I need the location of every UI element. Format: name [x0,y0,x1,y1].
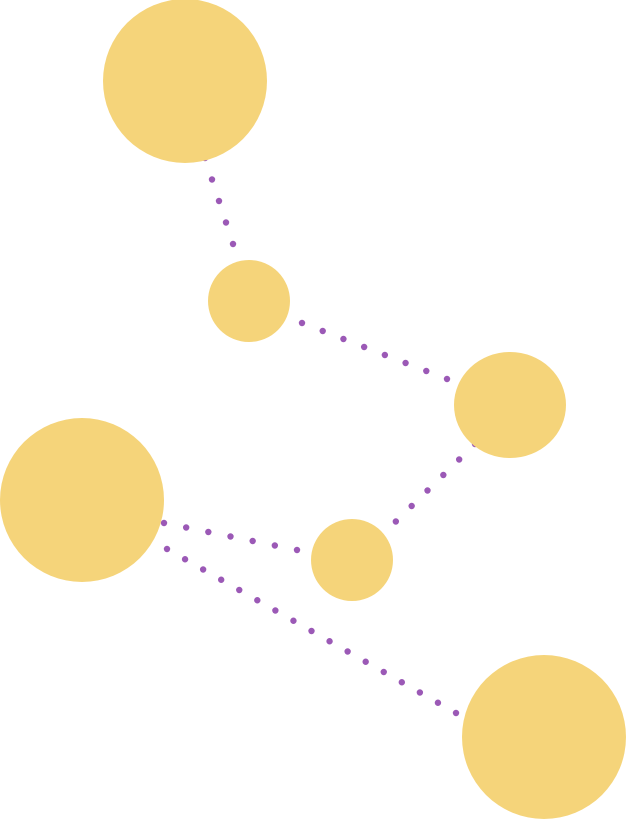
edge-dot [181,556,189,563]
edge-dot [236,586,243,594]
edge-n2-n3 [298,319,451,383]
edge-dot [434,699,442,706]
edge-n3-n5 [376,440,479,541]
edge-dot [380,668,387,676]
edge-dot [163,545,171,553]
edge-dot [360,343,368,351]
edge-n4-n5 [160,519,301,554]
edge-dot [423,367,430,375]
edge-dot [452,709,460,717]
edge-dot [381,351,389,359]
edge-dot [298,319,306,327]
node-n6 [462,655,626,819]
edge-dot [408,502,415,510]
edge-dot [208,176,216,183]
edges-layer [160,154,479,717]
edge-dot [293,546,301,554]
edge-dot [308,627,315,635]
edge-dot [319,327,326,335]
edge-dot [340,335,347,343]
edge-dot [392,518,400,525]
edge-dot [290,617,297,624]
edge-dot [362,658,369,665]
edge-dot [272,607,279,614]
node-n5 [311,519,393,601]
edge-dot [326,638,333,645]
edge-dot [199,566,207,573]
node-n4 [0,418,164,582]
edge-dot [416,689,424,696]
edge-dot [205,528,212,536]
edge-dot [217,576,225,583]
edge-dot [398,679,406,686]
edge-dot [344,648,351,655]
edge-dot [271,542,279,549]
node-n1 [103,0,267,163]
edge-n4-n6 [163,545,460,717]
edge-dot [229,240,237,248]
edge-dot [222,219,230,226]
edge-dot [227,533,234,540]
node-n3 [454,352,566,458]
edge-dot [424,487,431,494]
edge-n1-n2 [201,154,237,248]
edge-dot [455,456,463,463]
node-n2 [208,260,290,342]
edge-dot [215,197,223,205]
edge-dot [182,524,190,531]
edge-dot [160,519,168,527]
edge-dot [249,537,256,545]
edge-dot [402,359,409,367]
edge-dot [443,375,451,383]
edge-dot [440,471,447,479]
edge-dot [254,597,261,604]
